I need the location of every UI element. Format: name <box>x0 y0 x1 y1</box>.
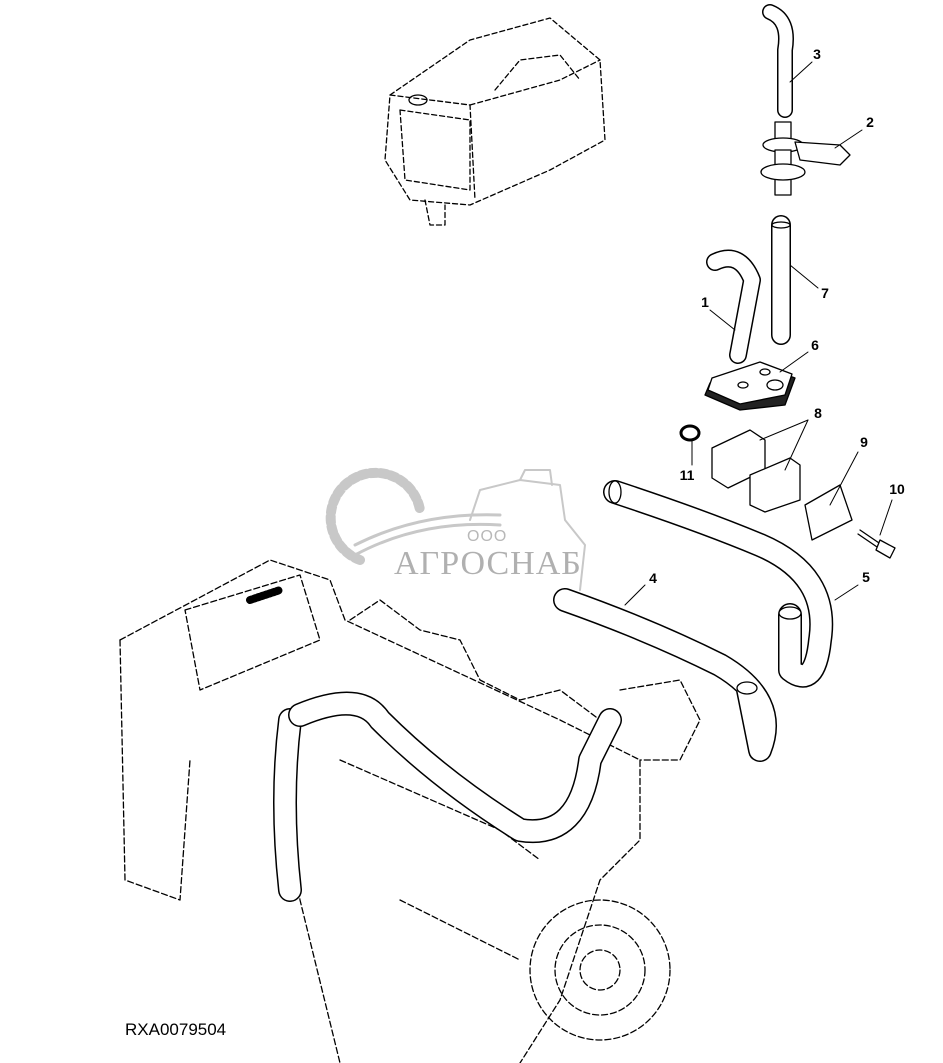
hose-part-4 <box>553 588 777 762</box>
callout-3: 3 <box>813 46 821 62</box>
heater-box-port <box>408 94 428 106</box>
engine-hoses <box>246 586 622 902</box>
watermark-brand: АГРОСНАБ <box>394 545 582 582</box>
valve-part-2 <box>760 121 851 196</box>
hose-part-1 <box>706 249 761 364</box>
callout-5: 5 <box>862 569 870 585</box>
figure-id: RXA0079504 <box>125 1020 227 1039</box>
leader-lines <box>624 61 893 606</box>
clamp-part-8 <box>711 429 801 513</box>
plate-part-9 <box>804 484 853 541</box>
watermark-ooo: ООО <box>467 528 508 545</box>
washer-part-11 <box>679 424 701 442</box>
callout-1: 1 <box>701 294 709 310</box>
hose-part-5 <box>603 480 834 688</box>
watermark-logo <box>325 467 586 591</box>
engine-assembly <box>119 559 701 1063</box>
callout-9: 9 <box>860 434 868 450</box>
callout-10: 10 <box>889 481 905 497</box>
callout-7: 7 <box>821 285 829 301</box>
callout-8: 8 <box>814 405 822 421</box>
heater-box <box>384 17 606 226</box>
grommet-plate-part-6 <box>704 361 796 411</box>
hose-part-3 <box>762 4 794 118</box>
callout-2: 2 <box>866 114 874 130</box>
callout-4: 4 <box>649 570 657 586</box>
bolt-part-10 <box>857 529 896 559</box>
tube-part-7 <box>771 215 791 345</box>
callout-6: 6 <box>811 337 819 353</box>
callout-11: 11 <box>679 467 695 483</box>
